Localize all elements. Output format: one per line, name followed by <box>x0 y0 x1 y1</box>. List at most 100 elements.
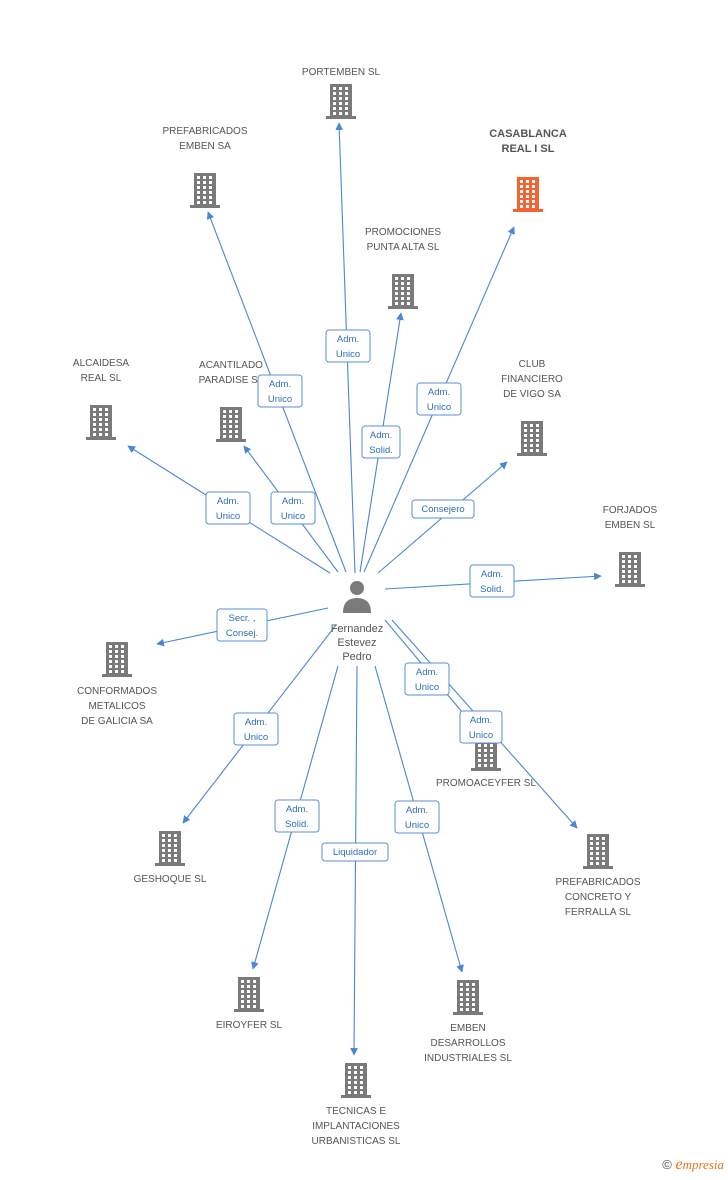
building-window <box>209 191 212 194</box>
building-window <box>360 1066 363 1069</box>
building-icon[interactable] <box>453 980 483 1015</box>
company-eiroyfer[interactable]: EIROYFER SL <box>216 977 283 1031</box>
building-window <box>333 87 336 90</box>
building-window <box>524 424 527 427</box>
relation-label-acantilado[interactable]: Adm.Unico <box>270 491 316 525</box>
company-label: ACANTILADO <box>199 360 263 371</box>
building-window <box>241 995 244 998</box>
building-window <box>524 449 527 452</box>
building-window <box>484 749 487 752</box>
building-window <box>622 570 625 573</box>
building-window <box>634 570 637 573</box>
relation-text: Adm. <box>282 496 304 507</box>
relation-label-alcaidesa[interactable]: Adm.Unico <box>205 491 251 525</box>
building-window <box>348 1076 351 1079</box>
building-window <box>460 1003 463 1006</box>
relation-label-club-financiero[interactable]: Consejero <box>411 499 475 519</box>
building-icon[interactable] <box>388 274 418 309</box>
relation-label-promociones-punta-alta[interactable]: Adm.Solid. <box>361 425 401 459</box>
building-window <box>520 185 523 188</box>
building-window <box>360 1091 363 1094</box>
building-icon[interactable] <box>155 831 185 866</box>
building-window <box>333 112 336 115</box>
building-window <box>241 985 244 988</box>
building-icon[interactable] <box>102 642 132 677</box>
building-window <box>466 998 469 1001</box>
relation-label-casablanca[interactable]: Adm.Unico <box>416 382 462 416</box>
relation-label-prefabricados-concreto[interactable]: Adm.Unico <box>459 710 503 744</box>
relation-label-emben-desarrollos[interactable]: Adm.Unico <box>394 800 440 834</box>
company-prefabricados-emben[interactable]: PREFABRICADOS EMBEN SA <box>162 126 248 208</box>
relation-text: Unico <box>415 682 439 693</box>
company-label: DE GALICIA SA <box>81 716 153 727</box>
building-window <box>478 759 481 762</box>
person-name: Estevez <box>337 637 376 649</box>
building-window <box>162 854 165 857</box>
building-icon[interactable] <box>86 405 116 440</box>
building-icon[interactable] <box>513 177 543 212</box>
building-window <box>628 565 631 568</box>
building-window <box>395 282 398 285</box>
building-window <box>484 759 487 762</box>
building-window <box>590 847 593 850</box>
company-label: PREFABRICADOS <box>162 126 247 137</box>
relation-box <box>270 491 316 525</box>
relation-label-forjados-emben[interactable]: Adm.Solid. <box>469 564 515 598</box>
building-window <box>634 555 637 558</box>
building-window <box>93 408 96 411</box>
building-window <box>223 425 226 428</box>
building-window <box>472 988 475 991</box>
company-geshoque[interactable]: GESHOQUE SL <box>134 831 207 885</box>
relation-label-portemben[interactable]: Adm.Unico <box>325 329 371 363</box>
relation-label-geshoque[interactable]: Adm.Unico <box>233 712 279 746</box>
building-window <box>530 444 533 447</box>
building-window <box>628 560 631 563</box>
building-window <box>634 575 637 578</box>
relation-label-conformados[interactable]: Secr. ,Consej. <box>216 608 268 642</box>
company-label: DESARROLLOS <box>430 1038 505 1049</box>
footer-brand[interactable]: © empresia <box>662 1156 724 1174</box>
building-window <box>115 650 118 653</box>
relation-label-eiroyfer[interactable]: Adm.Solid. <box>274 799 320 833</box>
building-icon[interactable] <box>216 407 246 442</box>
building-icon[interactable] <box>234 977 264 1012</box>
building-window <box>109 645 112 648</box>
building-icon[interactable] <box>326 84 356 119</box>
building-icon[interactable] <box>517 421 547 456</box>
building-window <box>115 645 118 648</box>
building-window <box>478 754 481 757</box>
building-window <box>115 660 118 663</box>
building-window <box>628 575 631 578</box>
building-window <box>348 1081 351 1084</box>
building-icon-base <box>513 209 543 212</box>
building-icon[interactable] <box>583 834 613 869</box>
company-label: PORTEMBEN SL <box>302 67 381 78</box>
building-icon[interactable] <box>471 736 501 771</box>
building-window <box>407 282 410 285</box>
building-window <box>109 670 112 673</box>
relation-label-tecnicas[interactable]: Liquidador <box>321 842 389 862</box>
building-window <box>345 92 348 95</box>
building-icon[interactable] <box>341 1063 371 1098</box>
building-icon[interactable] <box>615 552 645 587</box>
relation-label-prefabricados-emben[interactable]: Adm.Unico <box>257 374 303 408</box>
company-portemben[interactable]: PORTEMBEN SL <box>302 67 381 119</box>
building-icon[interactable] <box>190 173 220 208</box>
building-window <box>466 1003 469 1006</box>
company-label: EMBEN SA <box>179 141 231 152</box>
relation-label-promoaceyfer[interactable]: Adm.Unico <box>404 662 450 696</box>
building-window <box>526 185 529 188</box>
company-promoaceyfer[interactable]: PROMOACEYFER SL <box>436 736 536 789</box>
